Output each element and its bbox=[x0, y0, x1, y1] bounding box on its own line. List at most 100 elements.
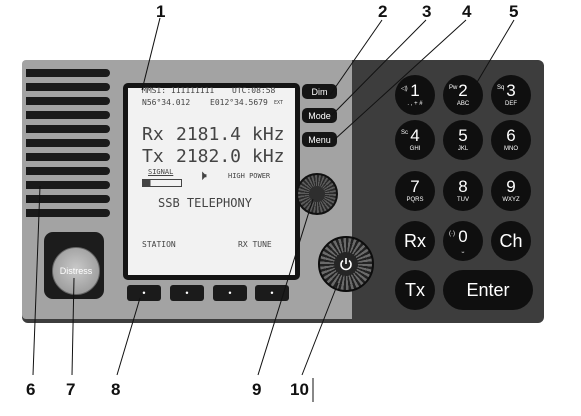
key-8-number: 8 bbox=[458, 177, 468, 196]
mmsi-text: MMSI: 111111111 bbox=[142, 86, 215, 95]
rx-key[interactable]: Rx bbox=[395, 221, 435, 261]
key-9-letters: WXYZ bbox=[502, 197, 520, 203]
longitude-text: E012°34.5679 bbox=[210, 98, 268, 107]
key-1-letters: . , + # bbox=[407, 101, 423, 107]
callout-10: 10 bbox=[290, 380, 309, 399]
softkey-3[interactable]: • bbox=[213, 285, 247, 301]
callout-5: 5 bbox=[509, 2, 519, 21]
grille-slot bbox=[26, 69, 110, 77]
grille-slot bbox=[26, 125, 110, 133]
volume-knob[interactable] bbox=[296, 173, 338, 215]
key-9-number: 9 bbox=[506, 177, 516, 196]
callout-6: 6 bbox=[26, 380, 36, 399]
key-7[interactable]: 7 PQRS bbox=[395, 171, 435, 211]
callout-line-2 bbox=[329, 19, 383, 96]
key-2-prefix: Pw bbox=[449, 85, 458, 91]
key-4[interactable]: Sc 4 GHI bbox=[395, 120, 435, 160]
key-0[interactable]: (·) 0 ⎵ bbox=[443, 221, 483, 261]
tx-unit: kHz bbox=[252, 146, 285, 167]
key-3-prefix: Sq bbox=[497, 85, 505, 91]
power-level-text: HIGH POWER bbox=[228, 172, 271, 180]
key-7-letters: PQRS bbox=[406, 197, 424, 203]
menu-button[interactable]: Menu bbox=[302, 132, 337, 147]
key-1-number: 1 bbox=[410, 81, 420, 100]
enter-key[interactable]: Enter bbox=[443, 270, 533, 310]
mode-text: SSB TELEPHONY bbox=[158, 196, 252, 210]
key-8[interactable]: 8 TUV bbox=[443, 171, 483, 211]
dim-button[interactable]: Dim bbox=[302, 84, 337, 99]
key-3[interactable]: Sq 3 DEF bbox=[491, 75, 531, 115]
grille-slot bbox=[26, 167, 110, 175]
callout-line-5 bbox=[475, 19, 515, 85]
softkey-label-rx-tune: RX TUNE bbox=[238, 240, 272, 249]
callout-line-4 bbox=[333, 19, 467, 141]
key-0-number: 0 bbox=[458, 227, 468, 246]
callout-4: 4 bbox=[462, 2, 472, 21]
key-5-number: 5 bbox=[458, 126, 468, 145]
key-4-number: 4 bbox=[410, 126, 420, 145]
callout-line-10 bbox=[301, 282, 339, 376]
latitude-text: N56°34.012 bbox=[142, 98, 191, 107]
callout-line-9 bbox=[257, 198, 314, 376]
callout-2: 2 bbox=[378, 2, 388, 21]
key-2-letters: ABC bbox=[456, 101, 470, 107]
callout-line-6 bbox=[32, 185, 41, 376]
grille-slot bbox=[26, 111, 110, 119]
key-0-letters: ⎵ bbox=[461, 247, 465, 253]
softkey-1[interactable]: • bbox=[127, 285, 161, 301]
power-knob[interactable] bbox=[318, 236, 374, 292]
grille-slot bbox=[26, 139, 110, 147]
key-8-letters: TUV bbox=[457, 197, 469, 203]
grille-slot bbox=[26, 153, 110, 161]
callout-8: 8 bbox=[111, 380, 121, 399]
lcd-display: MMSI: 111111111 UTC:08:58 N56°34.012 E01… bbox=[123, 83, 300, 280]
tx-key[interactable]: Tx bbox=[395, 270, 435, 310]
key-6-letters: MNO bbox=[504, 146, 518, 152]
key-6-number: 6 bbox=[506, 126, 516, 145]
mode-button[interactable]: Mode bbox=[302, 108, 337, 123]
ext-text: EXT bbox=[274, 100, 284, 106]
callout-9: 9 bbox=[252, 380, 262, 399]
key-0-prefix: (·) bbox=[449, 231, 455, 237]
tx-frequency: 2182.0 bbox=[176, 146, 242, 167]
rx-label: Rx bbox=[142, 124, 164, 145]
callout-1: 1 bbox=[156, 2, 166, 21]
key-2-number: 2 bbox=[458, 81, 468, 100]
grille-slot bbox=[26, 83, 110, 91]
key-5[interactable]: 5 JKL bbox=[443, 120, 483, 160]
key-1-prefix: ◁) bbox=[401, 86, 408, 92]
grille-slot bbox=[26, 181, 110, 189]
softkey-4[interactable]: • bbox=[255, 285, 289, 301]
grille-slot bbox=[26, 209, 110, 217]
distress-button[interactable]: Distress bbox=[52, 247, 100, 295]
softkey-2[interactable]: • bbox=[170, 285, 204, 301]
tx-label: Tx bbox=[142, 146, 164, 167]
grille-slot bbox=[26, 97, 110, 105]
ch-key[interactable]: Ch bbox=[491, 221, 531, 261]
key-4-letters: GHI bbox=[409, 146, 421, 152]
speaker-icon: 🕨 bbox=[198, 168, 207, 184]
callout-line-8 bbox=[116, 297, 141, 376]
key-2[interactable]: Pw 2 ABC bbox=[443, 75, 483, 115]
key-3-number: 3 bbox=[506, 81, 516, 100]
utc-text: UTC:08:58 bbox=[232, 86, 276, 95]
callout-line-1 bbox=[141, 17, 161, 91]
signal-label: SIGNAL bbox=[148, 168, 174, 176]
callout-3: 3 bbox=[422, 2, 432, 21]
key-5-letters: JKL bbox=[457, 146, 469, 152]
rx-unit: kHz bbox=[252, 124, 285, 145]
key-9[interactable]: 9 WXYZ bbox=[491, 171, 531, 211]
callout-line-7 bbox=[71, 277, 75, 376]
callout-line-3 bbox=[330, 19, 427, 117]
power-icon bbox=[334, 252, 358, 276]
key-3-letters: DEF bbox=[505, 101, 517, 107]
callout-7: 7 bbox=[66, 380, 76, 399]
key-6[interactable]: 6 MNO bbox=[491, 120, 531, 160]
key-1[interactable]: ◁) 1 . , + # bbox=[395, 75, 435, 115]
grille-slot bbox=[26, 195, 110, 203]
rx-frequency: 2181.4 bbox=[176, 124, 242, 145]
key-4-prefix: Sc bbox=[401, 130, 409, 136]
signal-meter bbox=[142, 179, 182, 187]
key-7-number: 7 bbox=[410, 177, 420, 196]
